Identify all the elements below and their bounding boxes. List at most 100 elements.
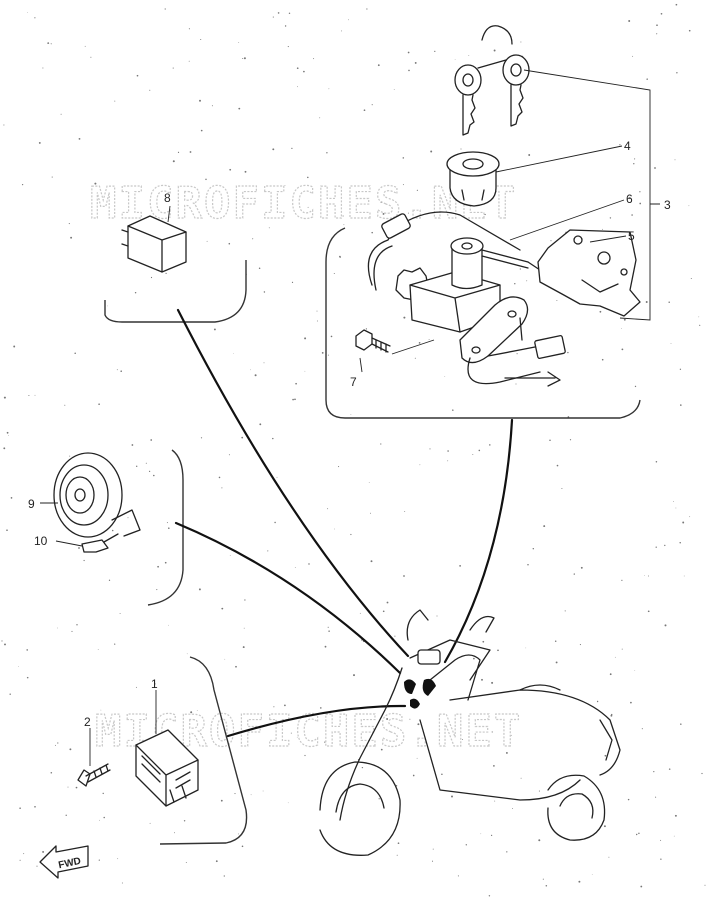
speckle-dot [1, 640, 3, 642]
speckle-dot [519, 268, 521, 270]
speckle-dot [324, 741, 326, 743]
speckle-dot [603, 825, 606, 828]
speckle-dot [328, 630, 330, 632]
speckle-dot [241, 436, 244, 439]
callout-2: 2 [84, 715, 91, 729]
speckle-dot [599, 310, 602, 313]
speckle-dot [316, 320, 318, 322]
speckle-dot [263, 291, 266, 293]
speckle-dot [527, 563, 529, 566]
speckle-dot [473, 657, 475, 660]
speckle-dot [428, 339, 430, 341]
speckle-dot [528, 154, 531, 156]
speckle-dot [157, 565, 159, 568]
speckle-dot [368, 482, 370, 483]
speckle-dot [447, 450, 449, 452]
speckle-dot [403, 316, 406, 319]
speckle-dot [604, 754, 607, 757]
speckle-dot [451, 795, 453, 798]
speckle-dot [510, 734, 512, 736]
speckle-dot [27, 11, 28, 13]
speckle-dot [60, 113, 62, 115]
speckle-dot [272, 148, 275, 151]
speckle-dot [468, 55, 470, 57]
speckle-dot [402, 157, 405, 159]
speckle-dot [660, 839, 662, 841]
panel-horn [147, 449, 184, 606]
speckle-dot [250, 369, 251, 371]
speckle-dot [8, 435, 9, 436]
speckle-dot [506, 851, 508, 853]
bolt [355, 329, 391, 353]
speckle-dot [294, 398, 296, 401]
speckle-dot [327, 626, 329, 628]
speckle-dot [578, 880, 581, 883]
speckle-dot [484, 213, 486, 216]
callout-6: 6 [626, 192, 633, 206]
speckle-dot [491, 731, 493, 733]
speckle-dot [288, 12, 291, 15]
speckle-dot [514, 283, 516, 285]
speckle-dot [610, 713, 613, 716]
speckle-dot [4, 643, 6, 646]
speckle-dot [90, 56, 92, 58]
speckle-dot [601, 358, 604, 361]
speckle-dot [673, 501, 674, 503]
speckle-dot [497, 649, 499, 652]
speckle-dot [94, 182, 97, 185]
speckle-dot [393, 89, 395, 90]
speckle-dot [382, 212, 385, 215]
speckle-dot [218, 476, 221, 479]
speckle-dot [242, 646, 245, 649]
leader-4 [495, 145, 623, 173]
panel-flasher [159, 656, 248, 845]
speckle-dot [74, 352, 76, 354]
speckle-dot [573, 573, 575, 575]
speckle-dot [78, 547, 80, 549]
speckle-dot [99, 819, 100, 821]
speckle-dot [26, 649, 29, 651]
speckle-dot [127, 517, 129, 519]
speckle-dot [28, 394, 30, 397]
speckle-dot [631, 214, 633, 216]
speckle-dot [263, 362, 265, 364]
speckle-dot [545, 884, 548, 887]
relay [121, 215, 187, 273]
speckle-dot [431, 860, 434, 862]
speckle-dot [365, 328, 368, 330]
speckle-dot [653, 771, 655, 773]
speckle-dot [386, 718, 389, 720]
speckle-dot [64, 404, 66, 406]
speckle-dot [601, 228, 603, 230]
speckle-dot [153, 474, 155, 477]
key-set [454, 25, 530, 136]
speckle-dot [621, 348, 624, 351]
speckle-dot [3, 447, 6, 450]
speckle-dot [436, 615, 438, 617]
speckle-dot [50, 772, 53, 774]
speckle-dot [220, 799, 223, 802]
speckle-dot [532, 547, 535, 550]
speckle-dot [429, 448, 431, 450]
speckle-dot [234, 793, 236, 795]
speckle-dot [380, 443, 382, 445]
speckle-dot [635, 833, 638, 836]
speckle-dot [13, 345, 16, 348]
speckle-dot [639, 191, 641, 193]
speckle-dot [634, 385, 637, 388]
panel-relay [104, 260, 247, 323]
speckle-dot [200, 129, 203, 132]
speckle-dot [682, 521, 685, 524]
speckle-dot [117, 858, 119, 860]
speckle-dot [673, 835, 675, 837]
speckle-dot [454, 59, 456, 60]
speckle-dot [6, 431, 9, 434]
speckle-dot [432, 848, 434, 850]
speckle-dot [628, 197, 631, 200]
speckle-dot [168, 527, 170, 529]
speckle-dot [465, 844, 467, 846]
speckle-dot [291, 281, 294, 284]
speckle-dot [244, 599, 246, 601]
speckle-dot [638, 832, 640, 835]
speckle-dot [42, 67, 44, 69]
